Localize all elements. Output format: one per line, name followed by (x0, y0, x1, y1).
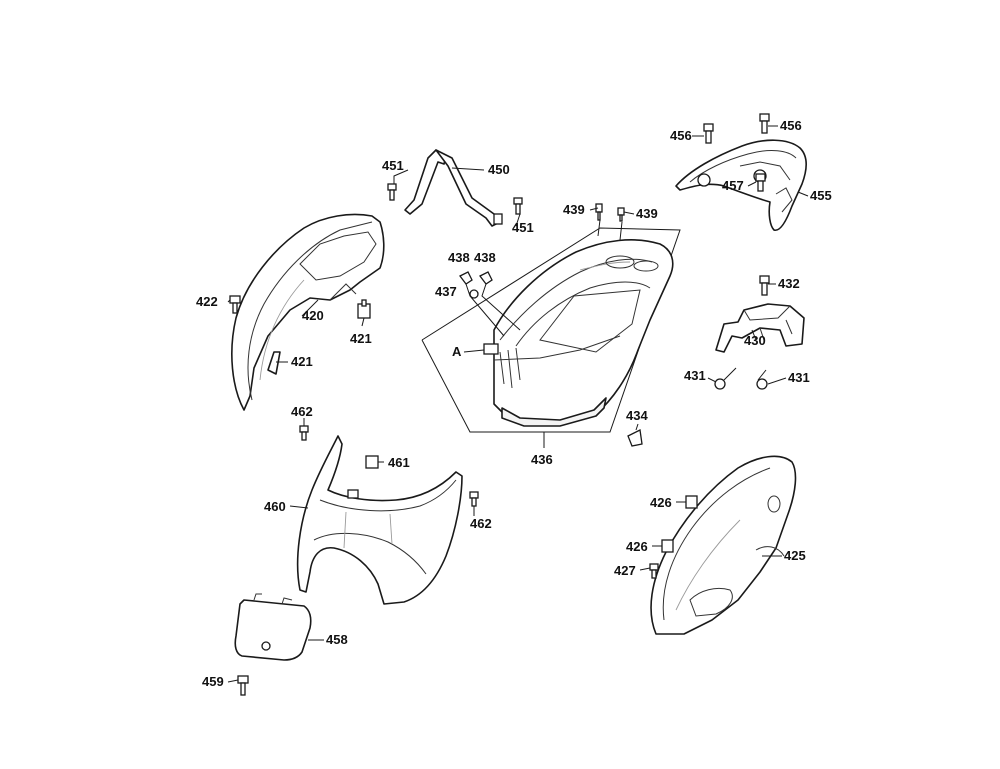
nuts-part-431 (714, 367, 768, 390)
callout-436: 436 (531, 452, 553, 467)
callout-456-right: 456 (780, 118, 802, 133)
callout-427: 427 (614, 563, 636, 578)
callout-462-top: 462 (291, 404, 313, 419)
bolt-part-432 (759, 275, 770, 296)
rail-bar-part-450 (404, 149, 503, 227)
bolt-part-422 (229, 295, 241, 314)
callout-422: 422 (196, 294, 218, 309)
callout-458: 458 (326, 632, 348, 647)
callout-456-left: 456 (670, 128, 692, 143)
callout-437: 437 (435, 284, 457, 299)
callout-labels: 451 450 451 439 439 438 438 437 A 436 43… (196, 118, 832, 689)
callout-431-left: 431 (684, 368, 706, 383)
leader-lines (227, 125, 809, 683)
callout-461: 461 (388, 455, 410, 470)
callout-426-top: 426 (650, 495, 672, 510)
clip-near-420 (357, 299, 371, 319)
callout-425: 425 (784, 548, 806, 563)
callout-455: 455 (810, 188, 832, 203)
callout-432: 432 (778, 276, 800, 291)
clip-part-434 (627, 429, 643, 447)
bracket-part-430 (715, 303, 805, 353)
callout-420: 420 (302, 308, 324, 323)
callout-457: 457 (722, 178, 744, 193)
callout-459: 459 (202, 674, 224, 689)
callout-451-left: 451 (382, 158, 404, 173)
callout-438-right: 438 (474, 250, 496, 265)
callout-421-clip: 421 (350, 331, 372, 346)
callout-434: 434 (626, 408, 648, 423)
bolts-part-439 (595, 203, 625, 241)
callout-439-right: 439 (636, 206, 658, 221)
luggage-box-part-436 (421, 227, 681, 433)
screw-part-459 (237, 675, 249, 696)
callout-ref-a: A (452, 344, 462, 359)
trim-part-421 (267, 351, 281, 375)
nuts-part-437-438 (459, 271, 521, 337)
lower-cover-part-460 (296, 435, 463, 605)
callout-426-bottom: 426 (626, 539, 648, 554)
right-cover-part-425 (650, 455, 797, 635)
callout-421: 421 (291, 354, 313, 369)
bolts-part-456-457 (703, 113, 770, 192)
callout-451-right: 451 (512, 220, 534, 235)
callout-439-left: 439 (563, 202, 585, 217)
callout-430: 430 (744, 333, 766, 348)
callout-462-bottom: 462 (470, 516, 492, 531)
callout-438-left: 438 (448, 250, 470, 265)
left-cover-part-420 (231, 213, 385, 411)
callout-450: 450 (488, 162, 510, 177)
callout-431-right: 431 (788, 370, 810, 385)
bolts-part-451 (387, 183, 523, 215)
callout-460: 460 (264, 499, 286, 514)
lid-part-458 (234, 593, 312, 661)
